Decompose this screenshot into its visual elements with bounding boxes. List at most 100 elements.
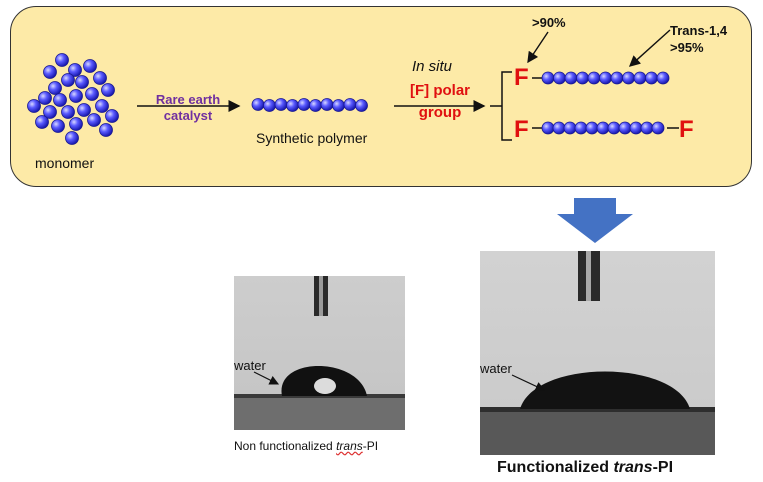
down-arrow-icon: [557, 198, 633, 243]
water-arrow-left: [253, 371, 280, 385]
bead: [607, 121, 621, 135]
bead: [87, 113, 101, 127]
bead: [576, 71, 589, 85]
synthetic-polymer-label: Synthetic polymer: [256, 130, 368, 146]
photo-functionalized-drawing: [480, 251, 715, 455]
polymer-chain: [251, 98, 368, 112]
bead: [93, 71, 107, 85]
bead: [61, 73, 75, 87]
caption-nonfunctionalized: Non functionalized trans-PI: [234, 439, 378, 453]
photo-nonfunctionalized-drawing: [234, 276, 405, 430]
polar-group-line1: [F] polar: [410, 82, 470, 99]
bead: [43, 65, 57, 79]
bead: [585, 121, 599, 135]
functionalization-annotation: >90%: [532, 15, 566, 30]
bead: [640, 121, 654, 135]
bead: [85, 87, 99, 101]
bead: [563, 121, 577, 135]
contact-angle-photo-functionalized: water: [480, 251, 715, 455]
functionalized-chain-1: [532, 71, 670, 85]
catalyst-label-line2: catalyst: [163, 108, 213, 123]
bead: [65, 131, 79, 145]
trans-annotation-line2: >95%: [670, 40, 704, 55]
bead: [38, 91, 52, 105]
water-label-left: water: [234, 358, 266, 373]
water-arrow-right: [511, 374, 546, 391]
bead: [105, 109, 119, 123]
end-group-f-top: F: [514, 64, 529, 91]
bead: [320, 98, 334, 111]
water-label-right: water: [480, 361, 512, 376]
bead: [27, 99, 41, 113]
polar-group-label: [F] polar group: [405, 80, 475, 124]
monomer-cluster: [27, 53, 119, 145]
trans-annotation: Trans-1,4 >95%: [670, 22, 727, 56]
bead: [587, 71, 601, 85]
bead: [656, 71, 670, 85]
bead: [251, 98, 265, 111]
bead: [48, 81, 62, 95]
caption-right-suffix: -PI: [652, 459, 674, 476]
caption-left-suffix: -PI: [362, 439, 379, 453]
caption-functionalized: Functionalized trans-PI: [497, 459, 673, 477]
polymer-beads: [251, 98, 368, 112]
caption-right-prefix: Functionalized: [497, 459, 614, 476]
bead: [286, 99, 299, 112]
polar-group-line2: group: [418, 104, 462, 121]
bead: [541, 71, 555, 85]
bead: [95, 99, 109, 113]
bead: [99, 123, 113, 137]
monomer-beads: [27, 53, 119, 145]
caption-left-prefix: Non functionalized: [234, 439, 337, 453]
bead: [599, 71, 612, 85]
bead: [75, 75, 89, 89]
annotation-arrow-2: [628, 29, 671, 67]
end-group-f-bottom-right: F: [679, 116, 694, 143]
bead: [651, 121, 665, 135]
bead: [69, 89, 83, 103]
bead: [35, 115, 49, 129]
bead: [343, 98, 357, 111]
bead: [51, 119, 65, 133]
chain1-beads: [541, 71, 670, 85]
functionalized-chain-2: [532, 121, 679, 135]
bead: [629, 121, 643, 135]
bead: [101, 83, 115, 97]
reaction-arrow-1: [137, 100, 241, 112]
bead: [68, 63, 82, 77]
bead: [297, 98, 311, 111]
trans-annotation-line1: Trans-1,4: [670, 23, 728, 38]
contact-angle-photo-nonfunctionalized: water: [234, 276, 405, 430]
catalyst-label: Rare earth catalyst: [148, 92, 228, 124]
bead: [553, 71, 566, 85]
in-situ-label: In situ: [412, 58, 453, 75]
bead: [77, 103, 91, 117]
bead: [55, 53, 69, 67]
bead: [309, 99, 322, 112]
bead: [355, 99, 368, 112]
annotation-arrow-1: [527, 31, 549, 64]
bead: [83, 59, 97, 73]
reaction-arrow-2: [394, 100, 486, 112]
bead: [332, 99, 345, 112]
chain2-beads: [541, 121, 665, 135]
bead: [618, 121, 632, 135]
caption-left-italic: trans: [336, 439, 363, 453]
bead: [541, 121, 555, 135]
bead: [564, 71, 578, 85]
bead: [274, 98, 288, 111]
bead: [53, 93, 67, 107]
scheme-panel: [10, 6, 752, 187]
end-group-f-bottom-left: F: [514, 116, 529, 143]
branch-brace: [490, 71, 512, 141]
catalyst-label-line1: Rare earth: [155, 92, 221, 107]
bead: [61, 105, 75, 119]
bead: [596, 121, 610, 135]
bead: [43, 105, 57, 119]
bead: [552, 121, 566, 135]
bead: [69, 117, 83, 131]
caption-right-italic: trans: [613, 459, 653, 476]
bead: [263, 99, 276, 112]
bead: [574, 121, 588, 135]
monomer-label: monomer: [35, 155, 95, 171]
